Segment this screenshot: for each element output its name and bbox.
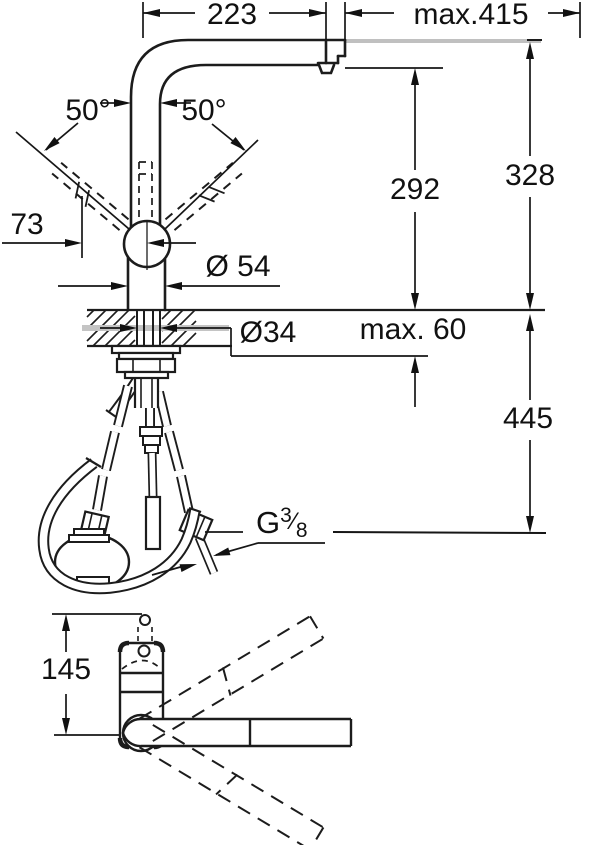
dim-swivel-left-label: 50°: [65, 94, 111, 127]
lever-ghost-right: [164, 162, 243, 231]
lever-knob-circle: [139, 614, 151, 626]
dim-overall-height-label: 328: [504, 159, 556, 192]
thread-g: G: [256, 505, 281, 540]
dim-hole-diameter-label: Ø34: [239, 316, 297, 349]
dim-swivel-right-label: 50°: [181, 94, 227, 127]
lever-ghost-left: [51, 162, 130, 231]
thread-size-label: G3⁄8: [256, 505, 328, 541]
thread-slash: ⁄: [291, 508, 296, 535]
spout-plan-bar: [121, 717, 353, 748]
thread-denominator: 8: [295, 519, 308, 542]
dim-lever-clearance-label: 73: [10, 208, 44, 241]
plan-view: [117, 614, 353, 845]
thread-numerator: 3: [280, 504, 292, 527]
dimension-arrows: [44, 9, 580, 735]
swivel-ghost-upper: [138, 615, 325, 742]
dim-deck-thickness-label: max. 60: [359, 313, 467, 346]
dim-spout-height-label: 292: [389, 173, 441, 206]
dim-plan-height-label: 145: [40, 653, 92, 686]
ball-joint: [122, 219, 172, 270]
dim-spout-reach-label: 223: [206, 0, 258, 31]
shank-flange-stack: [110, 344, 182, 408]
dim-body-diameter-label: Ø 54: [205, 250, 271, 283]
dim-hose-drop-label: 445: [502, 402, 554, 435]
cartridge-dashed: [138, 161, 153, 220]
dim-max-reach-label: max.415: [413, 0, 529, 31]
spray-extension-gray-line: [345, 39, 542, 43]
dimension-lines: [2, 2, 581, 736]
pullout-hose-loop: [37, 457, 202, 595]
spout-outline: [126, 38, 347, 312]
swivel-ghost-lower: [138, 724, 325, 845]
